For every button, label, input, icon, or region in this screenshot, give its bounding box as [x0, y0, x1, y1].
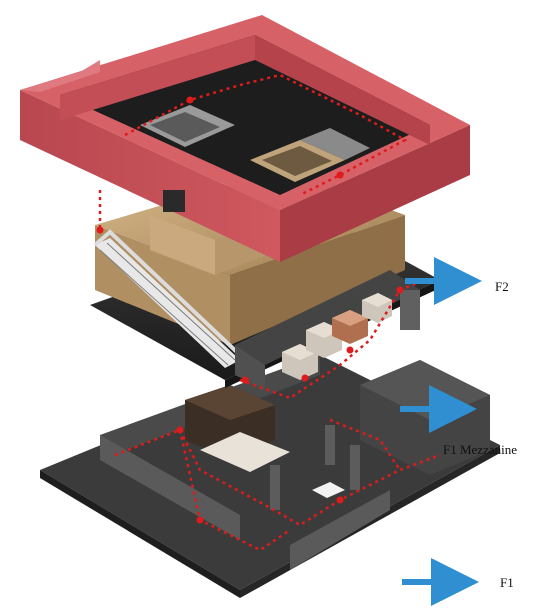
f2-gallery-wall: [235, 270, 420, 365]
f2-display-cabinets: [282, 293, 392, 380]
f1-slab-edge: [40, 470, 240, 598]
stair-rail: [93, 229, 242, 357]
f1-display-base: [200, 432, 290, 472]
f1-pillar: [350, 445, 360, 490]
f1-small-display: [312, 482, 345, 498]
f1-front-wall-right: [290, 490, 390, 570]
route-node: [396, 286, 404, 294]
floor-arrows: [400, 257, 482, 606]
f1-floor-level: [40, 355, 500, 598]
route-node: [196, 516, 204, 524]
route-node: [336, 496, 344, 504]
f1-pillar: [270, 465, 280, 510]
top-floor-level: [20, 15, 470, 262]
route-node: [241, 376, 249, 384]
roof-room-corner: [300, 128, 370, 160]
route-node: [96, 226, 104, 234]
f2-end-wall: [400, 290, 420, 330]
stair-ramp: [95, 238, 240, 368]
route-node: [176, 426, 184, 434]
f2-route: [239, 280, 421, 400]
route-node: [301, 374, 309, 382]
f2-wood-volume-side: [230, 215, 405, 345]
f1-front-wall-left: [100, 435, 240, 540]
roof-wall-front-left: [20, 90, 280, 262]
roof-route: [124, 73, 408, 197]
f1-pillar: [325, 425, 335, 465]
f1-route: [114, 428, 441, 527]
roof-wall-opening: [163, 190, 185, 212]
roof-wall-front-right: [280, 125, 470, 262]
route-node: [186, 96, 194, 104]
f1-label: F1: [500, 575, 514, 590]
route-node: [336, 171, 344, 179]
f2-label: F2: [495, 279, 509, 294]
f1-mezzanine-label: F1 Mezzanine: [443, 442, 518, 457]
route-node: [346, 346, 354, 354]
